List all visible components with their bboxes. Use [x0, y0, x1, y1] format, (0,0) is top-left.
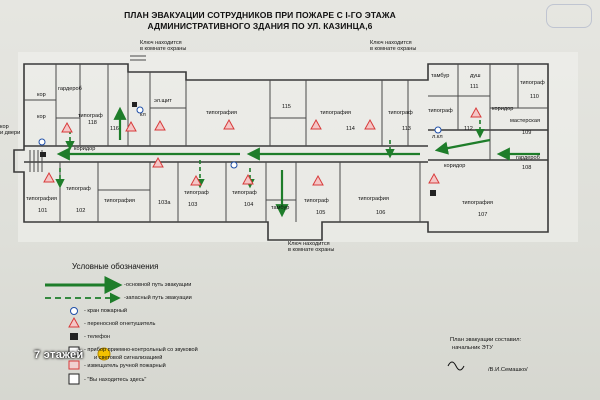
room-label: коридор — [492, 106, 514, 112]
room-label: типограф — [232, 190, 257, 196]
corridor-label: коридор — [444, 163, 466, 169]
room-number: 108 — [522, 165, 532, 171]
room-number: 111 — [470, 84, 479, 90]
room-number: 107 — [478, 212, 488, 218]
key-note-bottom: Ключ находится в комнате охраны — [288, 241, 334, 253]
room-label: тамбур — [271, 205, 290, 211]
room-label: типография — [320, 110, 351, 116]
legend-extinguisher: - переносной огнетушитель — [84, 321, 156, 327]
room-label: типограф — [520, 80, 545, 86]
room-label: мастерская — [510, 118, 540, 124]
room-number: 118 — [88, 120, 97, 126]
room-label: типография — [26, 196, 57, 202]
legend-phone: - телефон — [84, 334, 111, 340]
entrance-label: кор и двери — [0, 124, 20, 136]
room-label: кор — [37, 92, 46, 98]
key-note-top-right: Ключ находится в комнате охраны — [370, 40, 416, 52]
key-note-line: Ключ находится — [140, 40, 182, 46]
room-label: л.кл — [432, 134, 443, 140]
legend-alarm-panel-cont: и световой сигнализацией — [94, 355, 163, 361]
entrance-label-line: кор — [0, 124, 9, 130]
room-number: 112 — [464, 126, 473, 132]
plan-title-line2: АДМИНИСТРАТИВНОГО ЗДАНИЯ ПО УЛ. КАЗИНЦА,… — [147, 21, 373, 31]
room-number: 103а — [158, 200, 171, 206]
room-label: типография — [104, 198, 135, 204]
corridor-label: коридор — [74, 146, 96, 152]
legend-alarm-panel: - прибор приемно-контрольный со звуковой — [84, 347, 198, 353]
room-number: 114 — [346, 126, 355, 132]
room-label: типография — [358, 196, 389, 202]
room-label: типограф — [184, 190, 209, 196]
key-note-line: Ключ находится — [288, 241, 330, 247]
signature-line1: План эвакуации составил: — [450, 337, 522, 343]
legend-manual-detector: - извещатель ручной пожарный — [84, 363, 166, 369]
room-label: типограф — [388, 110, 413, 116]
room-label: типограф — [428, 108, 453, 114]
room-number: 104 — [244, 202, 254, 208]
room-number: 102 — [76, 208, 86, 214]
legend-title: Условные обозначения — [72, 262, 159, 271]
room-label: кл — [140, 112, 146, 118]
room-label: типография — [206, 110, 237, 116]
legend-hydrant: - кран пожарный — [84, 308, 128, 314]
key-note-line: в комнате охраны — [370, 46, 417, 53]
room-number: 101 — [38, 208, 48, 214]
room-label: гардероб — [58, 86, 82, 92]
room-label: душ — [470, 73, 481, 79]
room-number: 106 — [376, 210, 386, 216]
legend-you-are-here: - "Вы находитесь здесь" — [84, 377, 147, 383]
key-note-line: в комнате охраны — [140, 46, 187, 53]
room-number: 103 — [188, 202, 198, 208]
legend-main-route: -основной путь эвакуации — [124, 282, 192, 288]
key-note-line: Ключ находится — [370, 40, 412, 46]
room-number: 110 — [530, 94, 539, 100]
plan-title-line1: ПЛАН ЭВАКУАЦИИ СОТРУДНИКОВ ПРИ ПОЖАРЕ С … — [124, 10, 396, 20]
legend-spare-route: -запасный путь эвакуации — [124, 295, 192, 301]
room-label: типограф — [78, 113, 103, 119]
room-label: кор — [37, 114, 46, 120]
signature-line3: /В.И.Семашко/ — [488, 367, 528, 373]
room-number: 113 — [402, 126, 411, 132]
room-number: 115 — [282, 104, 291, 110]
watermark-text: 7 этажей — [34, 349, 84, 361]
room-label: эл.щит — [154, 98, 172, 104]
room-number: 105 — [316, 210, 326, 216]
room-label: типограф — [66, 186, 91, 192]
approval-stamp — [546, 4, 592, 28]
room-label: тамбур — [431, 73, 450, 79]
key-note-line: в комнате охраны — [288, 247, 335, 254]
signature-line2: начальник ЭТУ — [452, 345, 493, 351]
room-label: гардероб — [516, 155, 540, 161]
room-label: типограф — [304, 198, 329, 204]
room-label: типография — [462, 200, 493, 206]
entrance-label-line: и двери — [0, 130, 21, 137]
key-note-top-left: Ключ находится в комнате охраны — [140, 40, 186, 52]
room-number: 116 — [110, 126, 119, 132]
room-number: 109 — [522, 130, 532, 136]
